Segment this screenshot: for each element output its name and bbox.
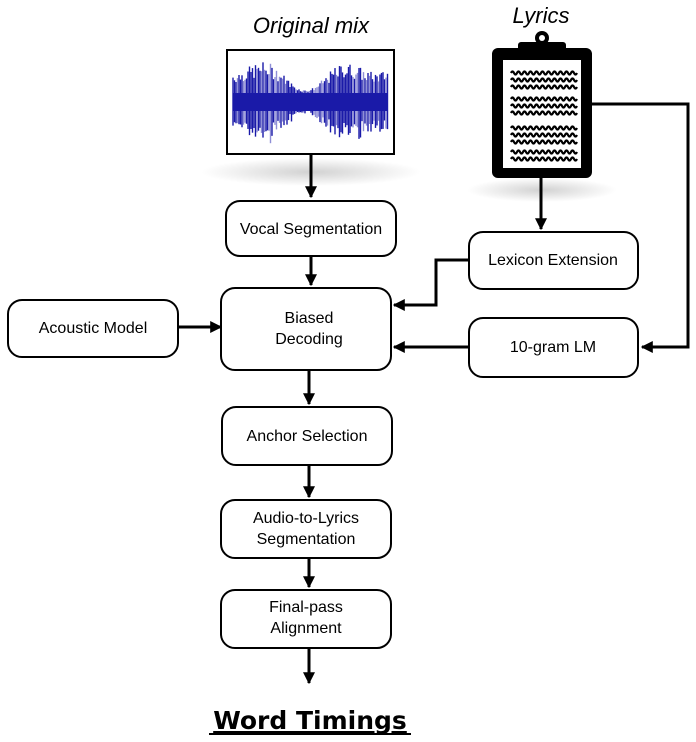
lyric-line — [510, 96, 578, 102]
lyric-line — [510, 84, 578, 90]
output-label: Word Timings — [213, 706, 407, 735]
lyric-line — [510, 132, 578, 138]
lyric-line — [510, 110, 578, 116]
lyric-line — [510, 125, 578, 131]
node-vocal-segmentation: Vocal Segmentation — [225, 200, 397, 257]
node-biased-decoding: Biased Decoding — [220, 287, 392, 371]
node-10-gram-lm: 10-gram LM — [468, 317, 639, 378]
node-label: Acoustic Model — [39, 320, 148, 337]
original-mix-title: Original mix — [253, 13, 370, 38]
node-label-line-2: Decoding — [275, 331, 343, 348]
lyric-line — [510, 77, 578, 83]
node-label: 10-gram LM — [510, 339, 596, 356]
node-label-line-1: Biased — [285, 310, 334, 327]
audio-waveform-icon — [201, 49, 421, 186]
node-lexicon-extension: Lexicon Extension — [468, 231, 639, 290]
node-label-line-2: Alignment — [270, 620, 342, 637]
lyric-line — [510, 149, 578, 155]
node-audio-to-lyrics-segmentation: Audio-to-Lyrics Segmentation — [220, 499, 392, 559]
node-label: Vocal Segmentation — [240, 221, 382, 238]
node-label-line-1: Final-pass — [269, 599, 343, 616]
clipboard-icon — [467, 31, 617, 202]
node-acoustic-model: Acoustic Model — [7, 299, 179, 358]
node-label: Lexicon Extension — [488, 252, 618, 269]
node-label-line-1: Audio-to-Lyrics — [253, 510, 359, 527]
node-final-pass-alignment: Final-pass Alignment — [220, 589, 392, 649]
lyric-line — [510, 70, 578, 76]
lyrics-title: Lyrics — [512, 3, 569, 28]
connectors — [178, 102, 690, 685]
waveform-core — [233, 93, 388, 111]
lyric-line — [510, 139, 578, 145]
node-anchor-selection: Anchor Selection — [221, 406, 393, 466]
node-label-line-2: Segmentation — [257, 531, 356, 548]
node-label: Anchor Selection — [247, 428, 368, 445]
lyric-line — [510, 103, 578, 109]
lyric-line — [510, 156, 578, 162]
